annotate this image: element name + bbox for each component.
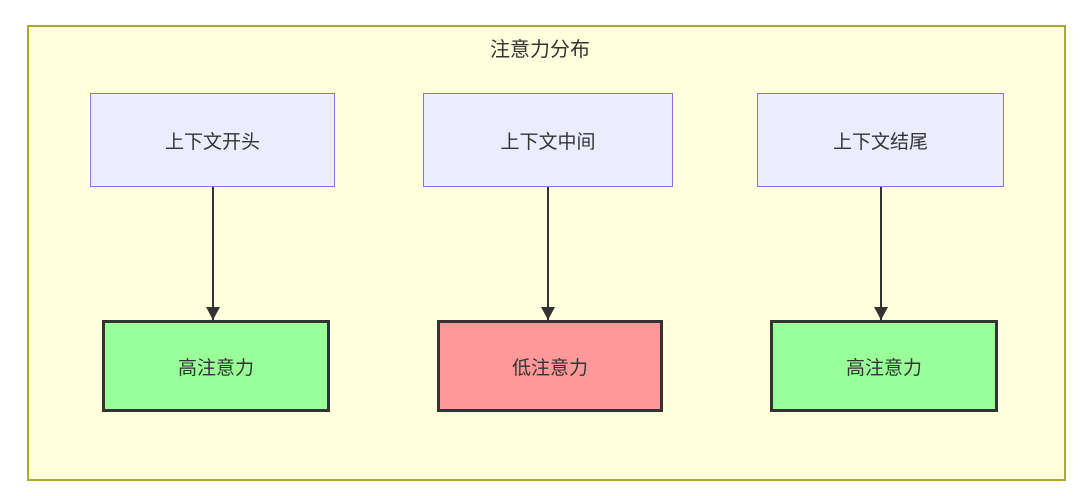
context-start-node: 上下文开头 <box>90 93 335 187</box>
high-attention-label-left: 高注意力 <box>177 357 254 379</box>
low-attention-label: 低注意力 <box>511 357 588 379</box>
diagram-title: 注意力分布 <box>490 39 590 61</box>
arrow-down-middle <box>541 187 555 320</box>
high-attention-label-right: 高注意力 <box>845 357 922 379</box>
arrow-down-end <box>874 187 888 320</box>
context-end-label: 上下文结尾 <box>832 131 928 153</box>
arrow-down-start <box>206 187 220 320</box>
context-middle-label: 上下文中间 <box>500 131 596 153</box>
high-attention-node-right: 高注意力 <box>770 320 998 412</box>
context-start-label: 上下文开头 <box>164 131 260 153</box>
context-middle-node: 上下文中间 <box>423 93 673 187</box>
arrow-line <box>547 187 549 320</box>
low-attention-node: 低注意力 <box>437 320 663 412</box>
arrow-line <box>212 187 214 320</box>
arrow-line <box>880 187 882 320</box>
context-end-node: 上下文结尾 <box>757 93 1004 187</box>
arrowhead-down-icon <box>874 307 888 320</box>
high-attention-node-left: 高注意力 <box>102 320 330 412</box>
arrowhead-down-icon <box>541 307 555 320</box>
arrowhead-down-icon <box>206 307 220 320</box>
